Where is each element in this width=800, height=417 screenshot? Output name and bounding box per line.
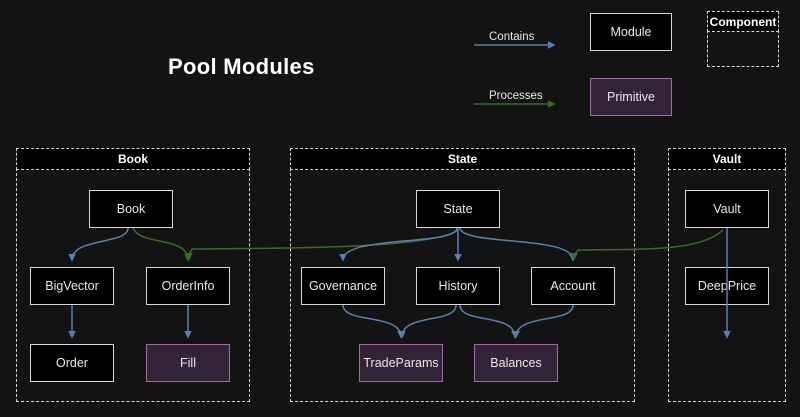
node-state[interactable]: State: [416, 190, 500, 228]
node-tradeparams[interactable]: TradeParams: [359, 344, 443, 382]
node-book[interactable]: Book: [89, 190, 173, 228]
node-order[interactable]: Order: [30, 344, 114, 382]
node-state-label: State: [443, 202, 473, 216]
node-account-label: Account: [550, 279, 596, 293]
node-vault-label: Vault: [713, 202, 741, 216]
node-book-label: Book: [116, 202, 146, 216]
component-state-title: State: [290, 148, 635, 170]
node-orderinfo-label: OrderInfo: [161, 279, 215, 293]
legend-module-label: Module: [610, 25, 652, 39]
node-balances[interactable]: Balances: [474, 344, 558, 382]
node-orderinfo[interactable]: OrderInfo: [146, 267, 230, 305]
node-history-label: History: [438, 279, 478, 293]
legend-module-box: Module: [590, 13, 672, 51]
node-deepprice[interactable]: DeepPrice: [685, 267, 769, 305]
node-governance[interactable]: Governance: [301, 267, 385, 305]
component-book-label: Book: [118, 152, 148, 166]
legend-primitive-label: Primitive: [607, 90, 655, 104]
node-governance-label: Governance: [308, 279, 378, 293]
component-vault-label: Vault: [712, 152, 742, 166]
component-book-title: Book: [16, 148, 250, 170]
node-vault[interactable]: Vault: [685, 190, 769, 228]
legend-processes-label: Processes: [489, 90, 543, 102]
node-bigvector[interactable]: BigVector: [30, 267, 114, 305]
node-deepprice-label: DeepPrice: [697, 279, 757, 293]
legend-primitive-box: Primitive: [590, 78, 672, 116]
node-fill-label: Fill: [180, 356, 196, 370]
legend-contains-label: Contains: [489, 31, 535, 43]
node-bigvector-label: BigVector: [45, 279, 99, 293]
component-state-label: State: [447, 152, 478, 166]
node-fill[interactable]: Fill: [146, 344, 230, 382]
page-title: Pool Modules: [168, 54, 315, 79]
node-account[interactable]: Account: [531, 267, 615, 305]
component-vault-title: Vault: [668, 148, 786, 170]
node-tradeparams-label: TradeParams: [363, 356, 439, 370]
legend-component-label: Component: [709, 14, 777, 29]
node-order-label: Order: [56, 356, 88, 370]
node-history[interactable]: History: [416, 267, 500, 305]
node-balances-label: Balances: [490, 356, 542, 370]
legend-component-title: Component: [707, 11, 779, 32]
